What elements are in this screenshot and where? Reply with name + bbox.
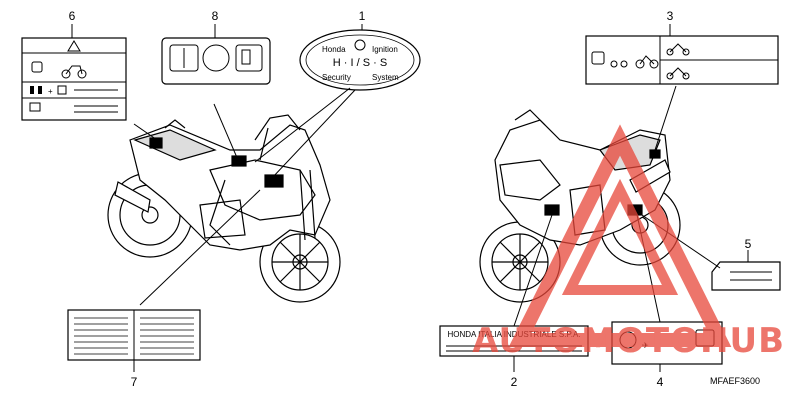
watermark-text: AUTOMOTOHUB: [472, 321, 785, 361]
rider-icons: +: [30, 85, 67, 96]
left-motorcycle: [107, 114, 341, 303]
diagram-code: MFAEF3600: [710, 376, 760, 386]
fuel-icon: [235, 44, 263, 72]
label-7-text-block: [67, 309, 201, 361]
luggage-icon: [29, 102, 41, 112]
svg-text:+: +: [48, 87, 53, 96]
hiss-line2-left: Security: [322, 73, 351, 82]
book-icon: [31, 61, 43, 73]
label-6-caution: +: [21, 37, 127, 121]
key-icon: [354, 39, 366, 51]
hiss-center-text: H · I / S · S: [333, 57, 387, 69]
callout-5: 5: [745, 237, 752, 251]
helmet-icon: [202, 44, 230, 72]
callout-4: 4: [657, 375, 664, 389]
callout-8: 8: [212, 9, 219, 23]
leader-lines: [71, 24, 749, 372]
motorcycle-icon: [610, 55, 659, 69]
callout-1: 1: [359, 9, 366, 23]
motorcycle-icon: [61, 65, 87, 79]
callout-2: 2: [511, 375, 518, 389]
book-icon: [591, 51, 605, 65]
hiss-line2-right: System: [372, 73, 399, 82]
label-1-hiss: Honda Ignition H · I / S · S Security Sy…: [299, 29, 421, 91]
callout-3: 3: [667, 9, 674, 23]
watermark: AUTOMOTOHUB: [472, 124, 785, 361]
watermark-triangle-icon: [508, 124, 732, 347]
label-3-bike-label: [585, 35, 779, 85]
label-8-icons: [161, 37, 271, 85]
manual-icon: [169, 44, 199, 72]
label-5-label: [711, 261, 781, 291]
manufacturer-text: HONDA ITALIA INDUSTRIALE S.P.A.: [447, 330, 580, 339]
hiss-line1-left: Honda: [322, 45, 346, 54]
hiss-line1-right: Ignition: [372, 45, 398, 54]
callout-6: 6: [69, 9, 76, 23]
warning-icon: [67, 40, 81, 52]
bike-rider-icon: [666, 43, 690, 80]
callout-7: 7: [131, 375, 138, 389]
